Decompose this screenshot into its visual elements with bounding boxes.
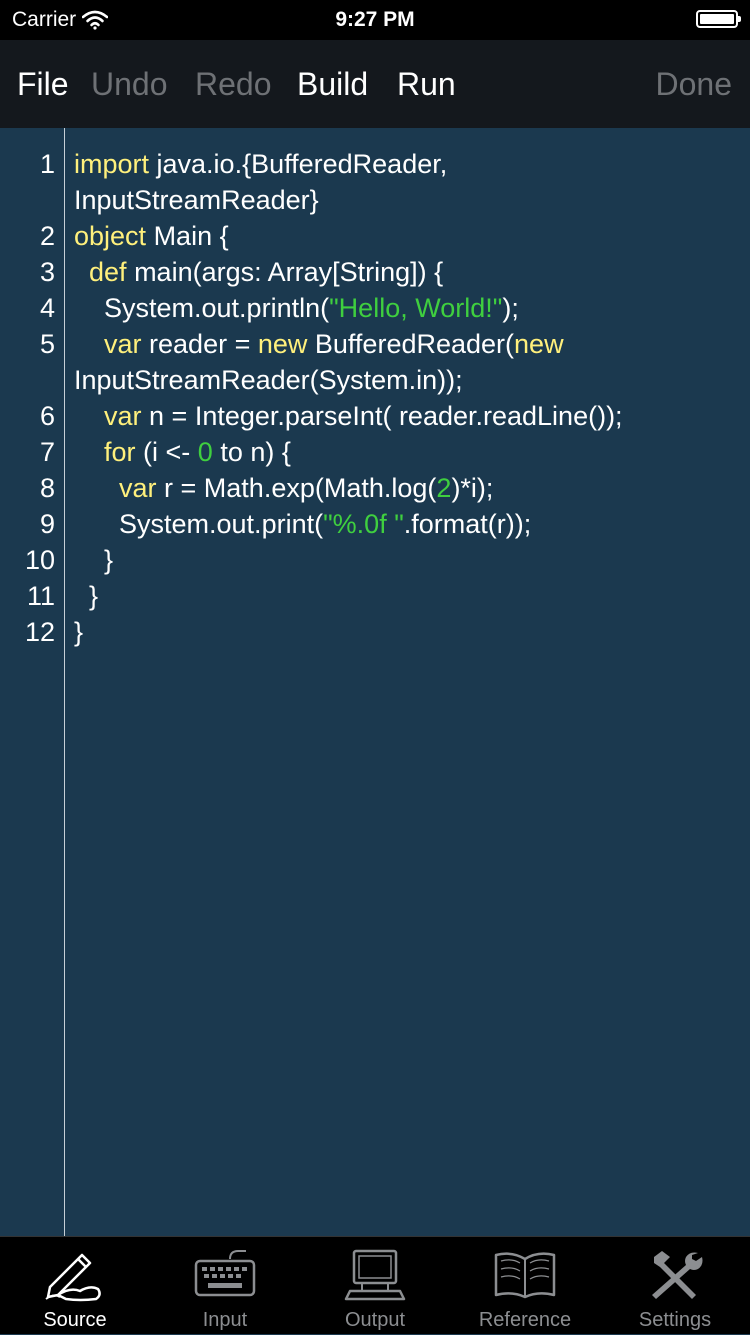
code-line[interactable]: for (i <- 0 to n) { [74,434,291,470]
tab-label: Reference [478,1309,572,1331]
code-token: java.io.{BufferedReader, [149,149,448,179]
keyword-token: def [89,257,127,287]
code-line[interactable]: } [74,578,98,614]
code-token: } [74,545,114,575]
code-line[interactable]: var n = Integer.parseInt( reader.readLin… [74,398,623,434]
code-token: main(args: Array[String]) { [126,257,444,287]
code-token: )*i); [451,473,494,503]
code-token: System.out.println( [74,293,330,323]
done-button[interactable]: Done [655,66,733,102]
code-token: } [74,617,84,647]
book-icon [494,1252,556,1299]
number-token: 2 [436,473,452,503]
code-token: reader = [141,329,258,359]
code-token [74,401,104,431]
file-button[interactable]: File [17,66,69,102]
carrier-name: Carrier [12,8,77,31]
keyword-token: for [104,437,136,467]
status-bar: Carrier 9:27 PM [0,0,750,40]
line-number: 12 [24,617,55,647]
line-number: 7 [39,437,55,467]
code-token: to n) { [212,437,291,467]
line-number: 10 [24,545,55,575]
code-line[interactable]: System.out.println("Hello, World!"); [74,290,519,326]
code-token [74,437,104,467]
run-button[interactable]: Run [397,66,456,102]
string-token: "Hello, World!" [329,293,503,323]
code-token: r = Math.exp(Math.log( [156,473,437,503]
editor-toolbar: File Undo Redo Build Run Done [0,40,750,128]
keyword-token: import [74,149,150,179]
number-token: 0 [197,437,213,467]
clock: 9:27 PM [335,8,415,31]
keyword-token: object [74,221,147,251]
tab-reference[interactable]: Reference [450,1237,600,1335]
tab-bar: Source Input Output Reference [0,1236,750,1334]
code-token: Main { [146,221,229,251]
line-number: 8 [39,473,55,503]
code-token: } [74,581,99,611]
code-line[interactable]: } [74,542,113,578]
code-token: InputStreamReader} [74,185,319,215]
code-line[interactable]: object Main { [74,218,229,254]
code-token: ); [502,293,519,323]
code-line[interactable]: var reader = new BufferedReader(new [74,326,564,362]
battery-icon [696,10,741,28]
code-line[interactable]: InputStreamReader} [74,182,319,218]
code-token [74,257,89,287]
string-token: "%.0f " [323,509,404,539]
code-token: System.out.print( [74,509,324,539]
code-token [74,473,119,503]
keyword-token: var [119,473,157,503]
line-number: 11 [26,581,55,611]
code-line[interactable]: } [74,614,83,650]
line-number: 9 [39,509,55,539]
code-token: BufferedReader( [307,329,515,359]
keyword-token: new [514,329,564,359]
code-token: InputStreamReader(System.in)); [74,365,463,395]
build-button[interactable]: Build [297,66,369,102]
line-number: 6 [39,401,55,431]
line-number: 4 [39,293,55,323]
tab-settings[interactable]: Settings [600,1237,750,1335]
tools-icon [652,1251,703,1299]
code-token [74,329,104,359]
wifi-icon [82,10,109,30]
undo-button[interactable]: Undo [91,66,168,102]
computer-icon [344,1249,406,1301]
keyboard-icon [194,1250,256,1297]
keyword-token: var [104,401,142,431]
line-number: 5 [39,329,55,359]
pen-hand-icon [45,1253,101,1302]
carrier-info: Carrier [12,8,109,32]
code-token: .format(r)); [403,509,532,539]
code-line[interactable]: import java.io.{BufferedReader, [74,146,447,182]
tab-input[interactable]: Input [150,1237,300,1335]
code-token: n = Integer.parseInt( reader.readLine())… [141,401,623,431]
gutter-divider [64,128,65,1236]
keyword-token: var [104,329,142,359]
code-line[interactable]: InputStreamReader(System.in)); [74,362,463,398]
line-number: 2 [39,221,55,251]
code-line[interactable]: def main(args: Array[String]) { [74,254,443,290]
redo-button[interactable]: Redo [195,66,272,102]
tab-output[interactable]: Output [300,1237,450,1335]
tab-label: Settings [638,1309,712,1331]
code-line[interactable]: var r = Math.exp(Math.log(2)*i); [74,470,493,506]
line-number: 3 [39,257,55,287]
line-number: 1 [39,149,55,179]
code-token: (i <- [135,437,198,467]
tab-label: Output [344,1309,406,1331]
tab-label: Input [202,1309,248,1331]
tab-source[interactable]: Source [0,1237,150,1335]
keyword-token: new [257,329,308,359]
code-line[interactable]: System.out.print("%.0f ".format(r)); [74,506,531,542]
tab-label: Source [43,1309,107,1331]
